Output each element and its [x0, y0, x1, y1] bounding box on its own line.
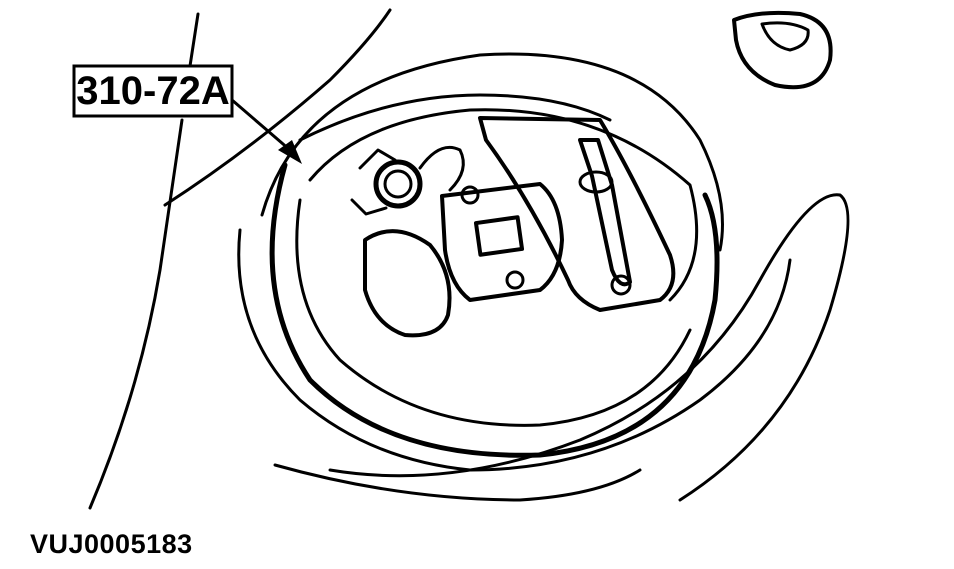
lock-ring-top: [298, 93, 612, 142]
callout-label: 310-72A: [76, 69, 229, 113]
floor-swirl-curve: [328, 193, 850, 502]
fuel-line-tube: [578, 138, 632, 296]
lock-ring: [269, 162, 720, 458]
callout-leader-line: [230, 98, 292, 152]
center-mounting-plate: [440, 182, 564, 302]
body-trim-upper-curve: [163, 8, 392, 207]
grommet-inner: [760, 21, 810, 52]
callout: 310-72A: [72, 64, 302, 164]
lock-ring-inner: [295, 198, 692, 427]
bracket-slot: [478, 116, 676, 312]
floor-lower-curve: [273, 463, 642, 502]
figure-id: VUJ0005183: [30, 529, 193, 559]
pump-body-port: [363, 229, 452, 338]
callout-arrowhead: [278, 140, 302, 164]
callout-box: [72, 64, 234, 118]
module-flange: [308, 108, 699, 302]
access-opening-lower-lip: [237, 228, 792, 472]
electrical-connector: [350, 145, 465, 216]
access-opening-outer: [260, 52, 724, 252]
grommet: [732, 10, 833, 90]
